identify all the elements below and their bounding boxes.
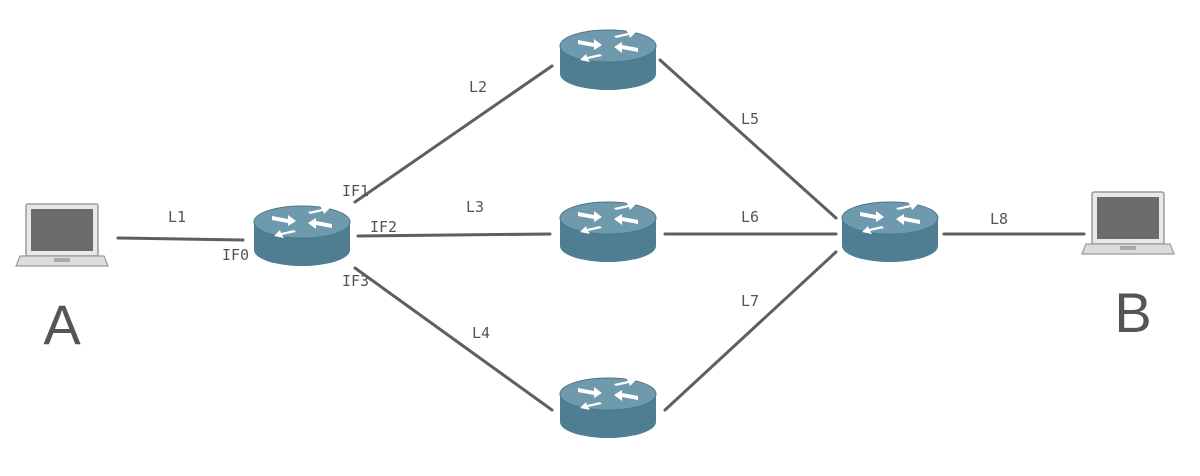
laptop-icon <box>1081 191 1175 255</box>
router-icon <box>841 201 939 263</box>
laptop-icon <box>15 203 109 267</box>
router-icon <box>559 29 657 91</box>
interface-label-if1: IF1 <box>342 182 369 200</box>
link-l2 <box>353 64 554 204</box>
host-a-label: A <box>43 293 81 356</box>
link-l7 <box>663 250 838 412</box>
link-label-l4: L4 <box>472 324 490 342</box>
router-icon <box>559 201 657 263</box>
link-label-l2: L2 <box>469 78 487 96</box>
link-label-l5: L5 <box>741 110 759 128</box>
router-icon <box>559 377 657 439</box>
link-label-l6: L6 <box>741 208 759 226</box>
link-l1 <box>116 236 245 242</box>
link-l5 <box>658 58 838 220</box>
interface-label-if3: IF3 <box>342 272 369 290</box>
link-label-l3: L3 <box>466 198 484 216</box>
interface-label-if2: IF2 <box>370 218 397 236</box>
link-label-l1: L1 <box>168 208 186 226</box>
link-label-l8: L8 <box>990 210 1008 228</box>
link-l3 <box>356 232 552 238</box>
interface-label-if0: IF0 <box>222 246 249 264</box>
link-label-l7: L7 <box>741 292 759 310</box>
host-b-label: B <box>1114 281 1151 344</box>
router-icon <box>253 205 351 267</box>
link-l4 <box>353 266 554 412</box>
